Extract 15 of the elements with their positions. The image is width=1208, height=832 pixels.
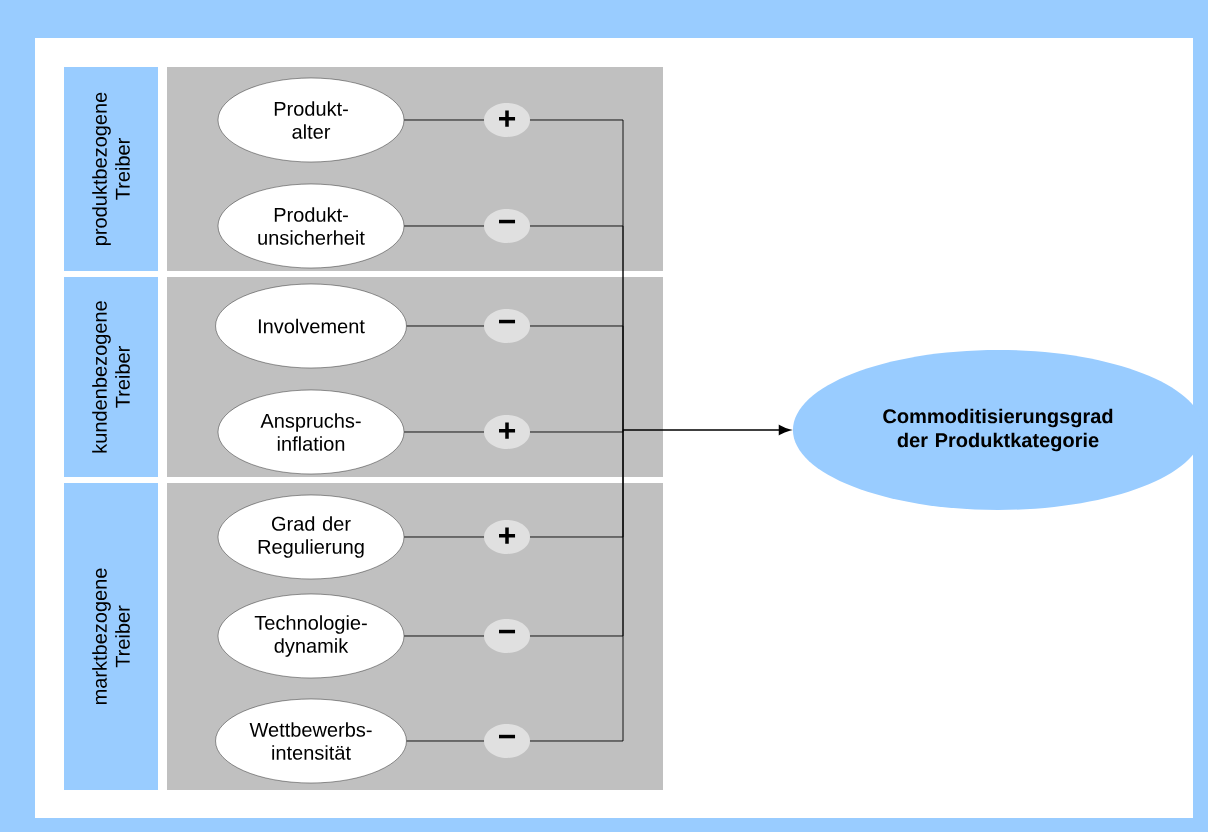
sign-label: −: [484, 724, 530, 758]
sign-label: +: [484, 103, 530, 137]
group-label: kundenbezogene Treiber: [92, 301, 130, 453]
sign-label: −: [484, 619, 530, 653]
sign-label: −: [484, 309, 530, 343]
sign-label: +: [484, 520, 530, 554]
group-label: [64, 483, 158, 790]
group-label: produktbezogene Treiber: [92, 92, 130, 245]
group-label: [64, 277, 158, 477]
group-label: marktbezogene Treiber: [92, 568, 130, 705]
group-label: [64, 67, 158, 271]
sign-label: +: [484, 415, 530, 449]
connector-arrow: [622, 425, 791, 435]
connector-line: [406, 429, 624, 742]
sign-label: −: [484, 209, 530, 243]
